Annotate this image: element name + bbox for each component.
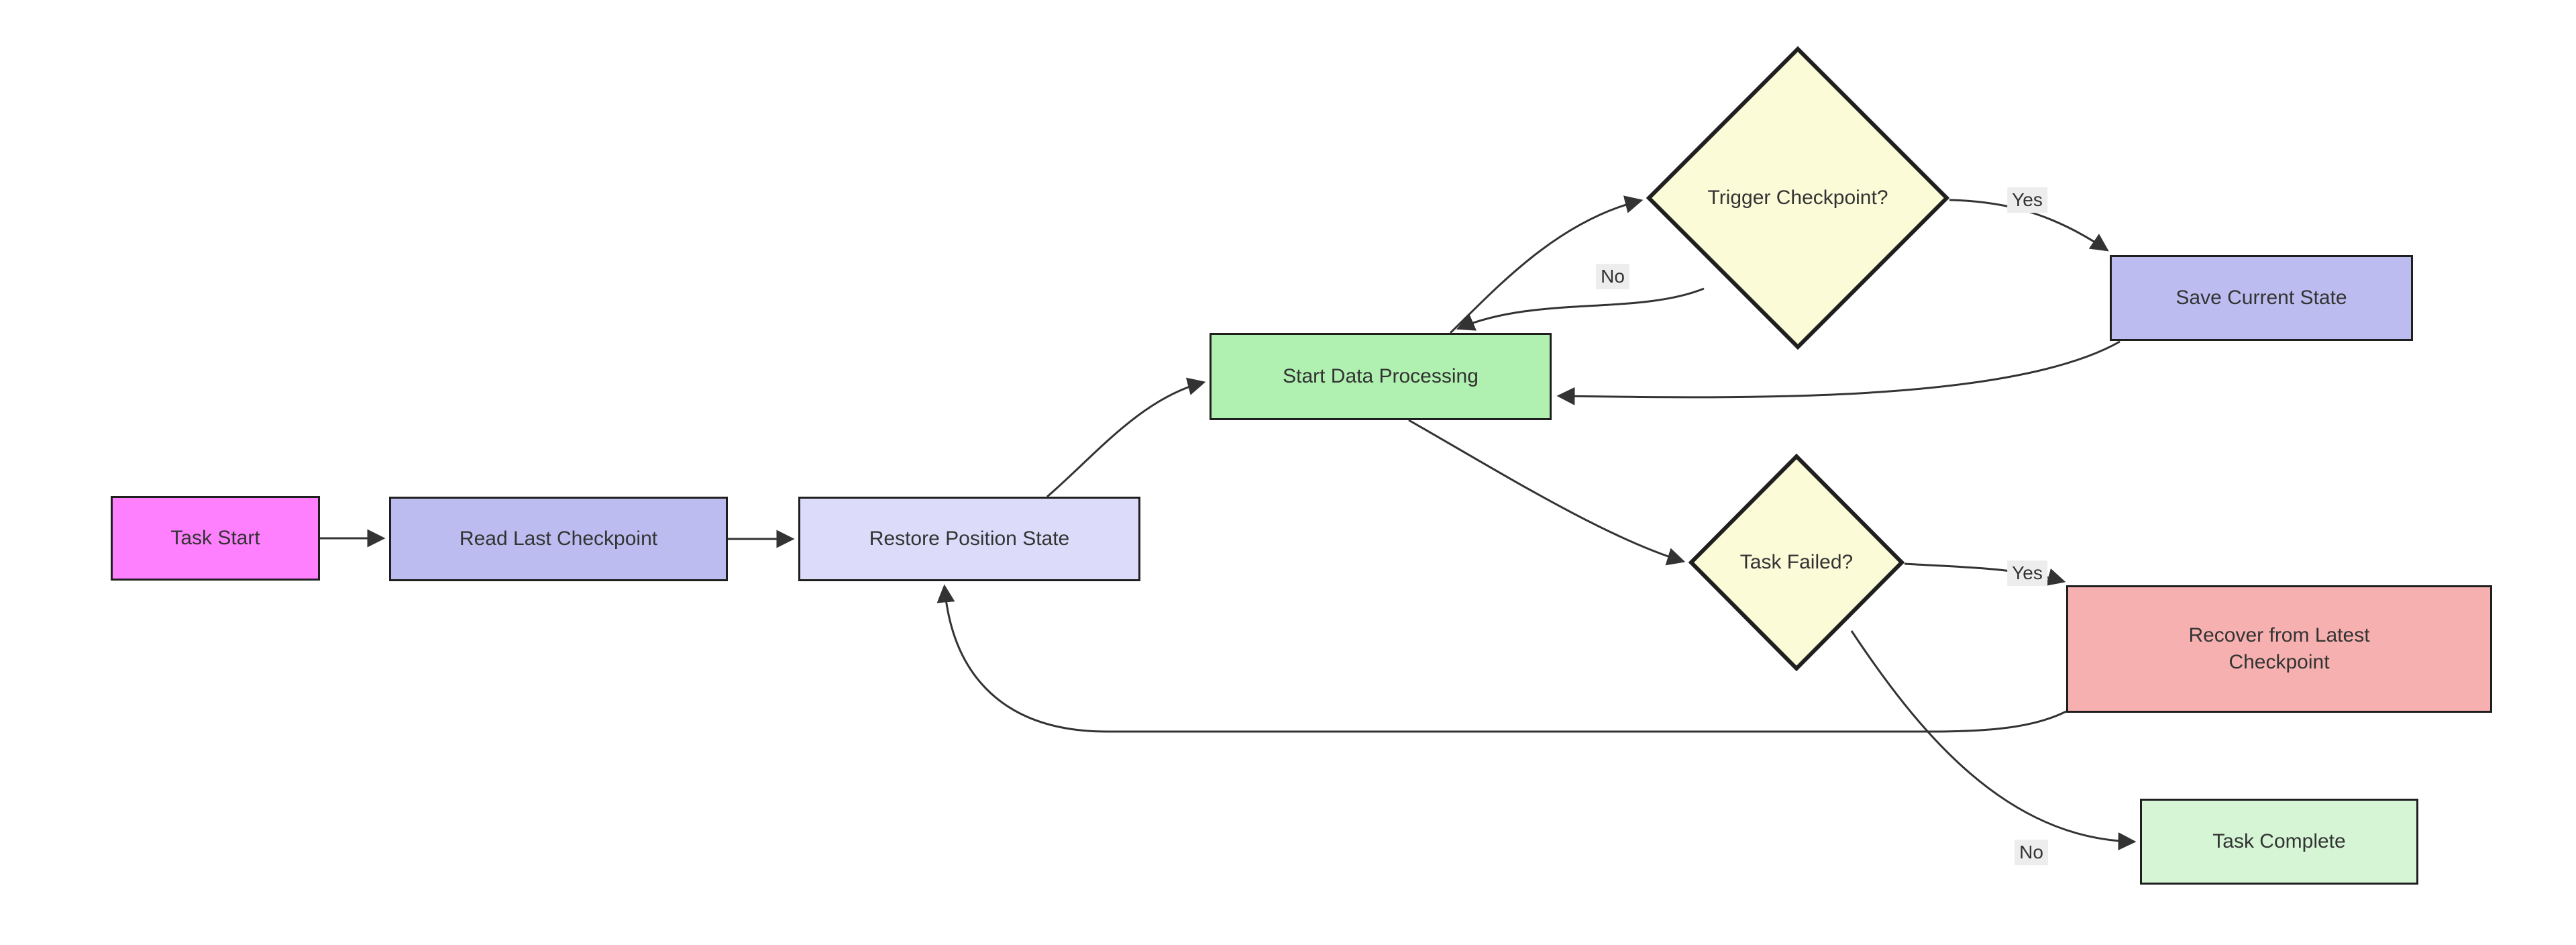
node-recover-from-latest-checkpoint[interactable]: Recover from Latest Checkpoint (2066, 585, 2492, 713)
edge-restore-position-state-to-start-data-processing (1046, 377, 1206, 498)
node-restore-position-state[interactable]: Restore Position State (798, 497, 1140, 581)
node-task-failed-label: Task Failed? (1739, 551, 1854, 573)
node-task-start-label: Task Start (170, 527, 260, 550)
node-start-data-processing[interactable]: Start Data Processing (1210, 333, 1552, 420)
node-trigger-checkpoint[interactable]: Trigger Checkpoint? (1646, 46, 1949, 350)
node-task-failed[interactable]: Task Failed? (1688, 454, 1904, 671)
edge-label-trigger-checkpoint-yes: Yes (2007, 187, 2047, 213)
edge-label-task-failed-no: No (2015, 840, 2048, 865)
node-task-complete-label: Task Complete (2212, 830, 2346, 853)
edge-label-task-failed-yes: Yes (2007, 560, 2047, 586)
node-save-current-state[interactable]: Save Current State (2110, 255, 2413, 341)
node-recover-from-latest-checkpoint-label: Recover from Latest Checkpoint (2188, 624, 2370, 673)
node-trigger-checkpoint-label: Trigger Checkpoint? (1707, 187, 1888, 209)
trigger-checkpoint-diamond-shape (1646, 46, 1949, 350)
node-task-start[interactable]: Task Start (111, 496, 320, 581)
node-read-last-checkpoint[interactable]: Read Last Checkpoint (389, 497, 728, 581)
edge-trigger-checkpoint-no-to-start-data-processing (1456, 287, 1705, 331)
edge-start-data-processing-to-task-failed (1408, 419, 1686, 566)
edge-save-current-state-to-start-data-processing (1556, 340, 2121, 405)
task-failed-diamond-shape (1688, 454, 1904, 671)
edge-task-failed-no-to-task-complete (1850, 630, 2137, 851)
node-save-current-state-label: Save Current State (2176, 287, 2347, 309)
edge-recover-from-latest-checkpoint-to-restore-position-state (936, 584, 2067, 733)
node-restore-position-state-label: Restore Position State (869, 528, 1070, 550)
node-read-last-checkpoint-label: Read Last Checkpoint (459, 528, 658, 550)
edge-label-trigger-checkpoint-no: No (1596, 264, 1629, 289)
node-task-complete[interactable]: Task Complete (2140, 799, 2418, 885)
node-start-data-processing-label: Start Data Processing (1283, 365, 1479, 388)
